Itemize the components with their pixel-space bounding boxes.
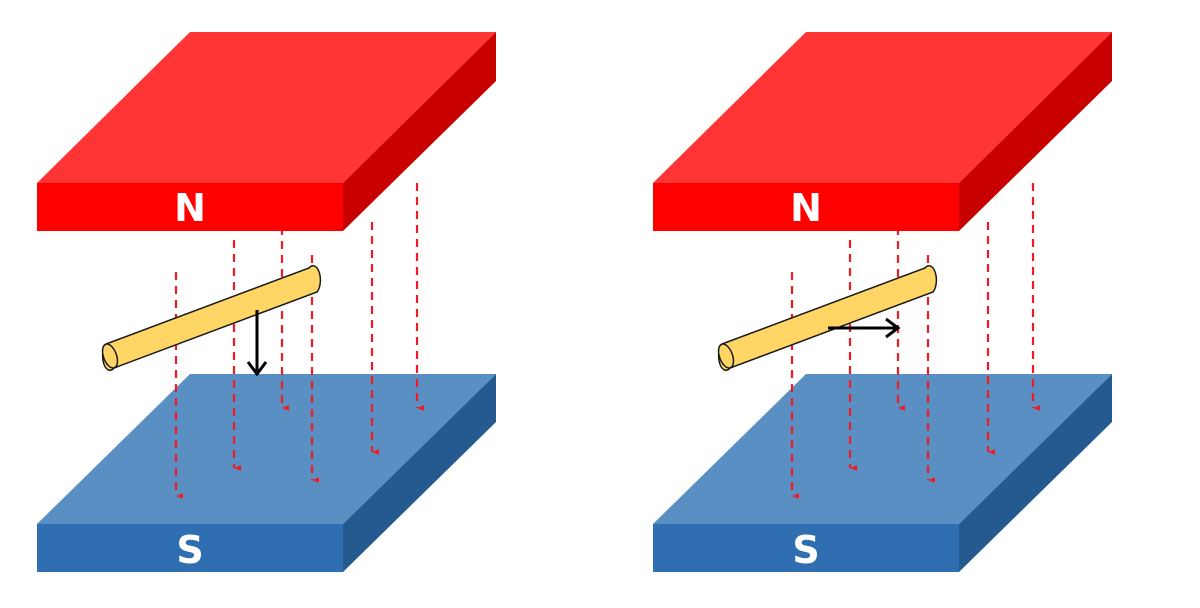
rod-body xyxy=(101,265,322,371)
south-magnet-front-face xyxy=(653,524,959,572)
north-magnet-front-face xyxy=(653,183,959,231)
north-pole-magnet: N xyxy=(653,32,1112,231)
motion-arrow-head xyxy=(885,317,901,339)
south-magnet-side-face xyxy=(343,374,496,572)
panel-rod-moving-right: S N xyxy=(653,32,1112,572)
conductor-rod xyxy=(101,265,322,371)
south-pole-label: S xyxy=(176,528,203,572)
north-pole-label: N xyxy=(790,186,822,230)
field-lines-front xyxy=(174,240,320,499)
field-lines-back xyxy=(896,183,1041,455)
rod-end-cap xyxy=(717,343,735,369)
north-magnet-side-face xyxy=(343,32,496,231)
rod-body xyxy=(717,265,938,371)
field-lines-front xyxy=(790,240,936,499)
south-pole-magnet: S xyxy=(37,374,496,572)
north-pole-label: N xyxy=(174,186,206,230)
north-magnet-side-face xyxy=(959,32,1112,231)
conductor-rod xyxy=(717,265,938,371)
motion-arrow-right xyxy=(828,317,901,339)
rod-end-cap xyxy=(101,343,119,369)
motion-arrow-head xyxy=(246,361,268,377)
south-magnet-front-face xyxy=(37,524,343,572)
north-magnet-front-face xyxy=(37,183,343,231)
motion-arrow-down xyxy=(246,310,268,377)
field-lines-back xyxy=(280,183,425,455)
south-pole-label: S xyxy=(792,528,819,572)
south-pole-magnet: S xyxy=(653,374,1112,572)
north-pole-magnet: N xyxy=(37,32,496,231)
south-magnet-side-face xyxy=(959,374,1112,572)
panel-rod-moving-down: S N xyxy=(37,32,496,572)
